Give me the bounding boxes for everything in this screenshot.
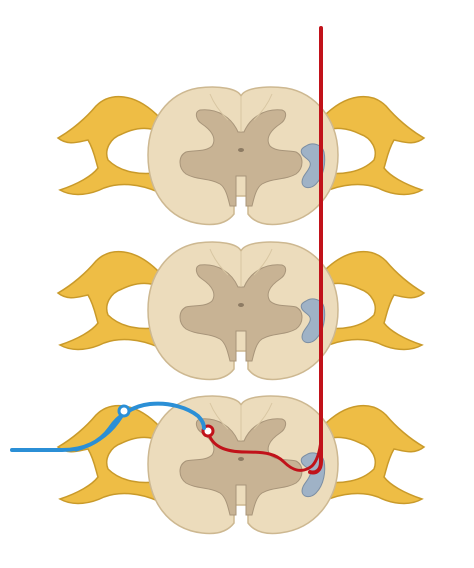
- interneuron-line: [206, 430, 323, 472]
- spinal-cord-segment-middle: [57, 241, 425, 381]
- spinal-cord-segment-upper: [57, 86, 425, 226]
- sensory-ganglion-soma-icon: [117, 404, 131, 418]
- spinal-cord-segment-lower: [57, 395, 425, 535]
- descending-tract-line: [308, 26, 323, 475]
